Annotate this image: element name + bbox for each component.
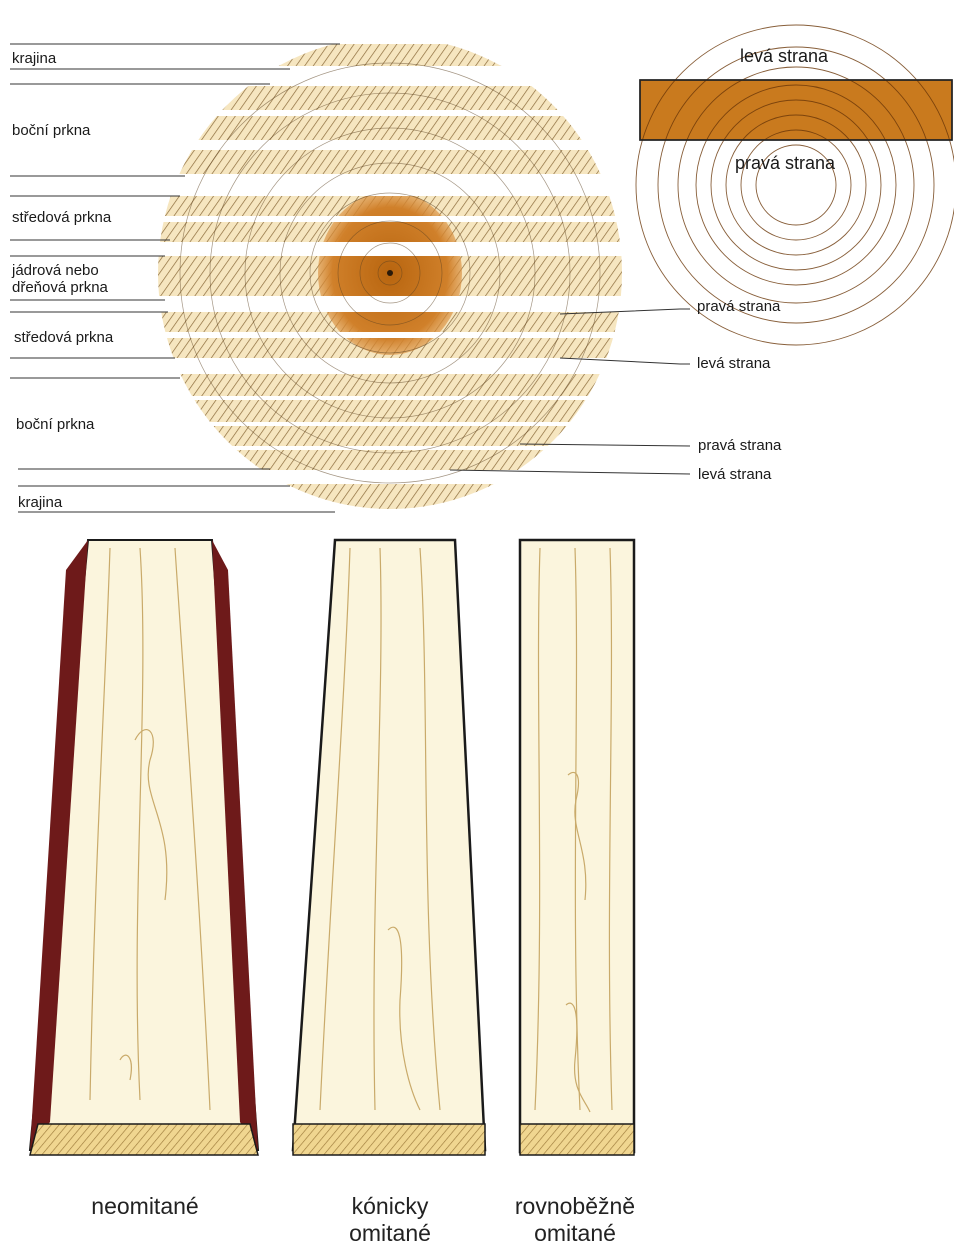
slice-bocni-4 xyxy=(150,374,630,396)
label-jadrova-prkna: jádrová nebo dřeňová prkna xyxy=(12,262,108,296)
caption-neomitane: neomitané xyxy=(55,1193,235,1220)
board-neomitane xyxy=(30,540,258,1155)
label-prava-strana-1: pravá strana xyxy=(697,298,780,315)
caption-rovnobezne-omitane: rovnoběžně omitané xyxy=(480,1193,670,1247)
label-leva-strana-1: levá strana xyxy=(697,355,770,372)
board-konicky xyxy=(293,540,485,1155)
end-grain xyxy=(520,1124,634,1155)
label-stredova-prkna-top: středová prkna xyxy=(12,209,111,226)
end-grain xyxy=(293,1124,485,1155)
pith-dot xyxy=(387,270,393,276)
label-stredova-prkna-bottom: středová prkna xyxy=(14,329,113,346)
board-end-view xyxy=(636,25,954,345)
slice-bocni-3 xyxy=(150,150,630,174)
label-bocni-prkna-top: boční prkna xyxy=(12,122,90,139)
label-bocni-prkna-bottom: boční prkna xyxy=(16,416,94,433)
caption-konicky-omitane: kónicky omitané xyxy=(300,1193,480,1247)
label-end-leva-strana: levá strana xyxy=(740,48,828,65)
label-end-prava-strana: pravá strana xyxy=(735,155,835,172)
label-krajina-bottom: krajina xyxy=(18,494,62,511)
board-rovnobezne xyxy=(520,540,634,1155)
label-prava-strana-2: pravá strana xyxy=(698,437,781,454)
slice-bocni-1 xyxy=(150,86,630,110)
slice-bocni-6 xyxy=(150,426,630,446)
log-cross-section xyxy=(10,44,690,512)
slice-krajina-bottom xyxy=(150,484,630,510)
slice-bocni-5 xyxy=(150,400,630,422)
label-leva-strana-2: levá strana xyxy=(698,466,771,483)
end-grain xyxy=(30,1124,258,1155)
label-krajina-top: krajina xyxy=(12,50,56,67)
